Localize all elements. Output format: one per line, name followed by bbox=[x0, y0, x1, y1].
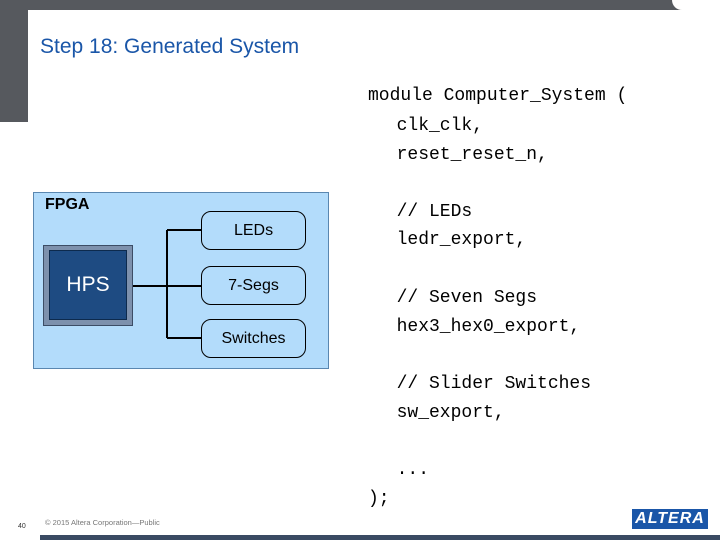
code-line-6: // Seven Segs bbox=[375, 288, 538, 308]
fpga-label: FPGA bbox=[45, 196, 90, 213]
code-line-2: clk_clk, bbox=[375, 116, 484, 136]
code-line-8: // Slider Switches bbox=[375, 374, 592, 394]
code-line-9: sw_export, bbox=[375, 403, 505, 423]
footer-bar bbox=[40, 535, 720, 540]
altera-logo: ALTERA bbox=[632, 509, 708, 529]
page-number: 40 bbox=[18, 523, 26, 530]
slide-title: Step 18: Generated System bbox=[40, 35, 300, 58]
seven-segs-component: 7-Segs bbox=[201, 266, 306, 305]
code-line-4: // LEDs bbox=[375, 202, 473, 222]
code-line-3: reset_reset_n, bbox=[375, 145, 548, 165]
header-inner-panel bbox=[28, 10, 720, 150]
header-left-bar bbox=[0, 0, 28, 122]
code-line-11: ); bbox=[368, 489, 390, 509]
code-line-7: hex3_hex0_export, bbox=[375, 317, 581, 337]
code-line-5: ledr_export, bbox=[375, 230, 527, 250]
switches-component: Switches bbox=[201, 319, 306, 358]
header-bar bbox=[0, 0, 720, 10]
code-line-1: module Computer_System ( bbox=[368, 86, 628, 106]
leds-component: LEDs bbox=[201, 211, 306, 250]
header-corner bbox=[672, 0, 720, 10]
hps-block: HPS bbox=[49, 250, 127, 320]
code-line-10: ... bbox=[375, 460, 430, 480]
copyright-text: © 2015 Altera Corporation—Public bbox=[45, 518, 160, 527]
